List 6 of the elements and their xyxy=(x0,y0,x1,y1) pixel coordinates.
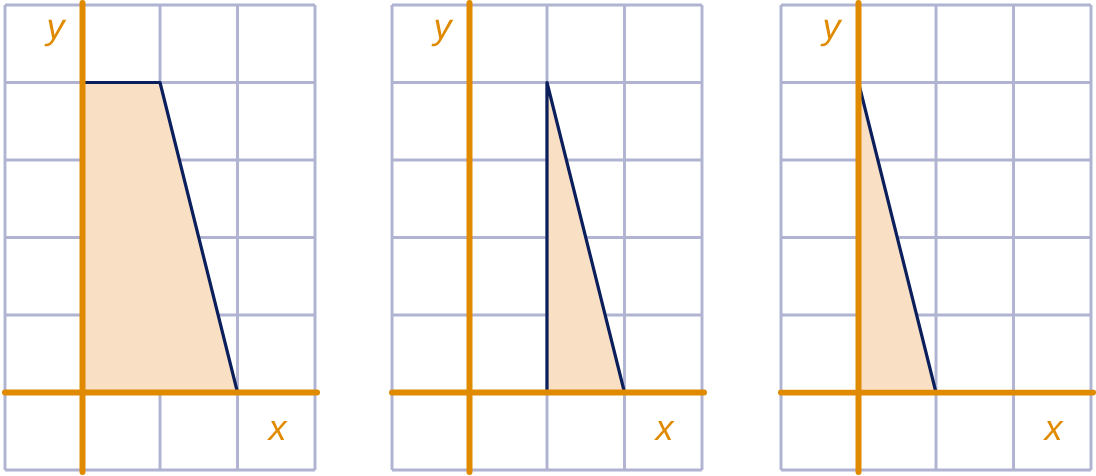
axis-label: y xyxy=(820,19,843,47)
axis-label: x xyxy=(1043,421,1064,440)
axis-label: x xyxy=(267,421,288,440)
axis-label: y xyxy=(431,19,454,47)
axis-label: x xyxy=(654,421,675,440)
axis-label: y xyxy=(44,19,67,47)
